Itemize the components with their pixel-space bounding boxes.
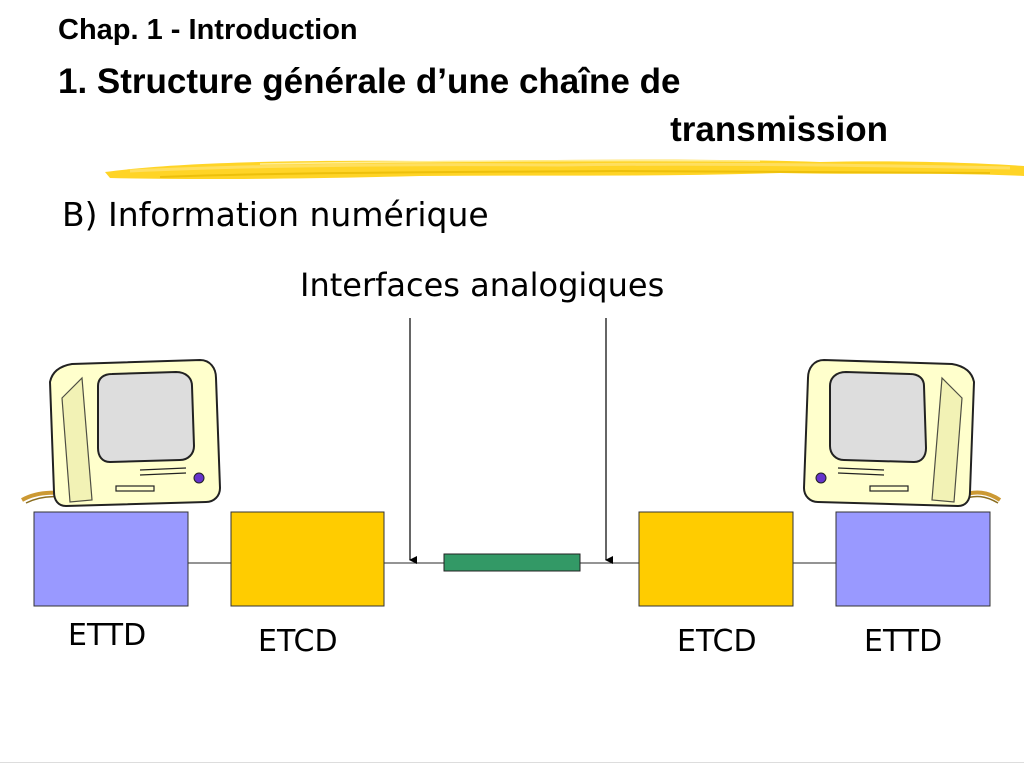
computer-icon bbox=[802, 358, 1002, 508]
highlight-stroke bbox=[105, 159, 1024, 180]
ettd-box-left bbox=[33, 511, 189, 607]
title-line-1: 1. Structure générale d’une chaîne de bbox=[58, 62, 681, 101]
label-ettd-left: ETTD bbox=[68, 618, 147, 653]
transmission-channel bbox=[443, 553, 581, 572]
etcd-box-right bbox=[638, 511, 794, 607]
label-ettd-right: ETTD bbox=[864, 624, 943, 659]
title-line-2: transmission bbox=[670, 110, 888, 149]
annotation-interfaces-analogiques: Interfaces analogiques bbox=[300, 266, 665, 304]
computer-icon bbox=[21, 358, 222, 508]
ettd-box-right bbox=[835, 511, 991, 607]
label-etcd-left: ETCD bbox=[258, 624, 338, 659]
section-subtitle: B) Information numérique bbox=[62, 195, 489, 234]
page-title: 1. Structure générale d’une chaîne de tr… bbox=[58, 58, 888, 154]
label-etcd-right: ETCD bbox=[677, 624, 757, 659]
etcd-box-left bbox=[230, 511, 385, 607]
chapter-title: Chap. 1 - Introduction bbox=[58, 14, 358, 46]
footer-divider bbox=[0, 762, 1024, 763]
